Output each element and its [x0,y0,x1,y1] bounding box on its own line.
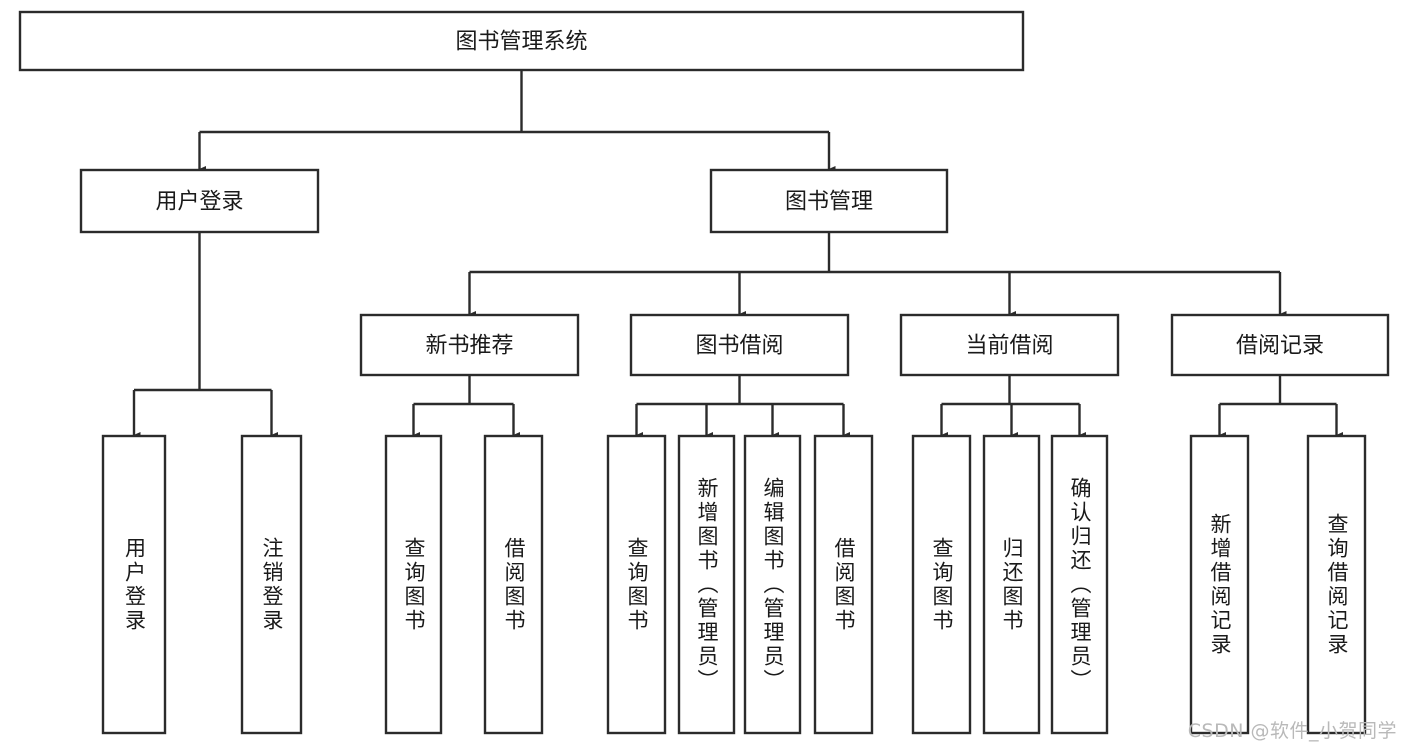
node-label-user-login: 用户登录 [155,190,243,215]
node-label-current-borrow: 当前借阅 [965,334,1053,359]
node-box-leaf-add-record [1189,434,1250,735]
node-box-leaf-return-book [982,434,1041,735]
node-box-leaf-query-book-1 [384,434,443,735]
node-box-leaf-add-book [677,434,736,735]
node-label-borrow-records: 借阅记录 [1236,334,1324,359]
node-box-leaf-query-record [1306,434,1367,735]
node-label-root: 图书管理系统 [455,30,587,55]
node-box-new-book-recommend [359,313,580,377]
connector-layer [132,70,1344,439]
node-box-leaf-edit-book [743,434,802,735]
node-box-leaf-user-login [101,434,167,735]
node-box-layer [18,10,1390,735]
node-box-leaf-logout [240,434,303,735]
node-box-leaf-borrow-book-2 [813,434,874,735]
node-box-leaf-confirm-return [1050,434,1109,735]
node-box-leaf-query-book-2 [606,434,667,735]
node-box-borrow-records [1170,313,1390,377]
node-label-book-borrow: 图书借阅 [695,334,783,359]
node-label-new-book-recommend: 新书推荐 [425,334,513,359]
node-box-root [18,10,1025,72]
node-box-book-borrow [629,313,850,377]
csdn-watermark: CSDN @软件_小贺同学 [1187,720,1397,742]
node-box-book-management [709,168,949,234]
node-box-current-borrow [899,313,1120,377]
node-box-user-login [79,168,320,234]
node-box-leaf-query-book-3 [911,434,972,735]
node-label-book-management: 图书管理 [785,190,873,215]
node-box-leaf-borrow-book-1 [483,434,544,735]
